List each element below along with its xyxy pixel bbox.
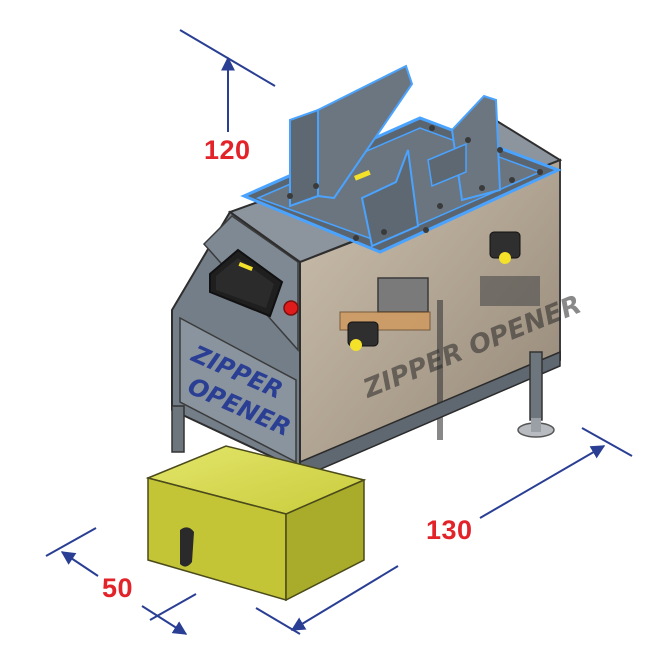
front-brand-panel <box>179 316 297 464</box>
dimension-arrow-icon <box>60 551 99 577</box>
dimension-arrow-icon <box>141 605 188 635</box>
guide-plate <box>317 64 414 200</box>
zipper-opener-machine: ZIPPER OPENER ZIPPER OPENER <box>145 64 586 602</box>
collection-bin <box>145 445 367 602</box>
dimension-length <box>255 427 633 635</box>
dimension-arrow-icon <box>479 445 606 519</box>
front-leg <box>171 405 185 453</box>
dimension-label-height: 120 <box>204 135 251 165</box>
guide-plate <box>289 108 319 208</box>
rear-leg <box>529 351 543 421</box>
top-tray <box>240 64 562 254</box>
internal-mechanism <box>339 231 540 440</box>
touchscreen-display <box>216 258 274 308</box>
stop-button-icon <box>283 300 299 316</box>
handle-icon <box>180 527 194 567</box>
dimension-height <box>179 29 276 132</box>
guide-plate <box>427 142 467 188</box>
dimension-label-depth: 50 <box>102 573 134 603</box>
guide-plate <box>450 94 502 202</box>
dimension-depth <box>45 527 197 635</box>
guide-plate <box>360 149 420 248</box>
dimension-arrow-icon <box>290 565 399 631</box>
dimension-label-length: 130 <box>426 515 473 545</box>
